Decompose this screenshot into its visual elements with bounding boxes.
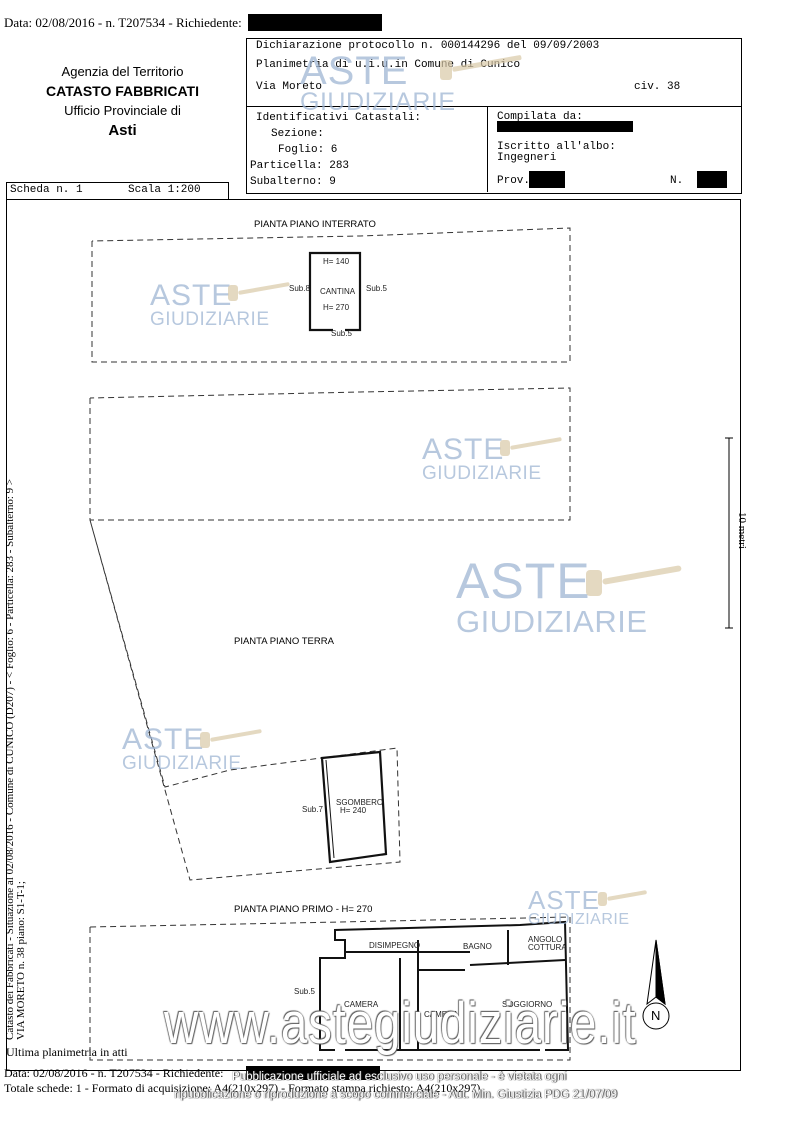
camera-label-2: CAMERA bbox=[424, 1010, 459, 1019]
gavel-icon bbox=[200, 729, 262, 748]
north-arrow-graphic bbox=[642, 939, 670, 1030]
prov-label: Prov. bbox=[497, 175, 531, 187]
redacted-compiler bbox=[497, 121, 633, 132]
sezione-field: Sezione: bbox=[271, 128, 324, 140]
redacted-footer-requester bbox=[246, 1066, 380, 1080]
albo-value: Ingegneri bbox=[497, 152, 557, 164]
primo-boundary bbox=[89, 916, 571, 1061]
gavel-icon bbox=[586, 565, 682, 596]
particella-field: Particella: 283 bbox=[250, 160, 350, 172]
gavel-icon bbox=[598, 890, 647, 906]
gavel-icon bbox=[440, 55, 522, 80]
dichiarazione-text: Dichiarazione protocollo n. 000144296 de… bbox=[256, 40, 600, 52]
cantina-label: CANTINA bbox=[320, 287, 356, 296]
header-divider-1 bbox=[246, 106, 742, 107]
gavel-icon bbox=[228, 282, 290, 301]
sgombero-label: SGOMBERO bbox=[336, 798, 384, 807]
totale-schede: Totale schede: 1 - Formato di acquisizio… bbox=[4, 1081, 481, 1095]
footer-data-line: Data: 02/08/2016 - n. T207534 - Richiede… bbox=[4, 1066, 224, 1080]
scheda-number: Scheda n. 1 bbox=[10, 184, 83, 196]
cantina-height: H= 270 bbox=[323, 303, 350, 312]
disclaimer-line-1: Pubblicazione ufficiale ad esclusivo uso… bbox=[232, 1071, 567, 1083]
sgombero-height: H= 240 bbox=[340, 806, 367, 815]
site-watermark: www.astegiudiziarie.it bbox=[164, 991, 637, 1056]
subalterno-field: Subalterno: 9 bbox=[250, 176, 336, 188]
camera-label-1: CAMERA bbox=[344, 1000, 379, 1009]
ultima-planimetria: Ultima planimetria in atti bbox=[6, 1045, 128, 1059]
request-date-line: Data: 02/08/2016 - n. T207534 - Richiede… bbox=[4, 15, 242, 30]
agency-block: Agenzia del Territorio CATASTO FABBRICAT… bbox=[30, 62, 215, 142]
scala-text: Scala 1:200 bbox=[128, 184, 201, 196]
header-divider-2 bbox=[487, 106, 488, 192]
soggiorno-label: SOGGIORNO bbox=[502, 1000, 553, 1009]
cottura-label: COTTURA bbox=[528, 943, 567, 952]
redacted-prov bbox=[529, 171, 565, 188]
identificativi-title: Identificativi Catastali: bbox=[256, 112, 422, 124]
header-info-box bbox=[246, 38, 742, 194]
terra-boundary-lower bbox=[89, 519, 401, 881]
north-label: N bbox=[651, 1008, 661, 1023]
sub5-bottom-label: Sub.5 bbox=[331, 329, 352, 338]
compilata-label: Compilata da: bbox=[497, 111, 583, 123]
iscritto-label: Iscritto all'albo: bbox=[497, 141, 616, 153]
catasto-title: CATASTO FABBRICATI bbox=[46, 83, 199, 99]
sub5-primo-label: Sub.5 bbox=[294, 987, 315, 996]
primo-title: PIANTA PIANO PRIMO - H= 270 bbox=[234, 904, 373, 915]
terra-title: PIANTA PIANO TERRA bbox=[234, 636, 334, 647]
terra-boundary-upper bbox=[89, 387, 571, 521]
interrato-title: PIANTA PIANO INTERRATO bbox=[254, 219, 376, 230]
disimpegno-label: DISIMPEGNO bbox=[369, 941, 421, 950]
primo-outer-wall bbox=[319, 920, 570, 1051]
primo-wall-5 bbox=[469, 959, 566, 966]
redacted-numero bbox=[697, 171, 727, 188]
province-name: Asti bbox=[108, 122, 137, 139]
sub8-label: Sub.8 bbox=[289, 284, 310, 293]
agency-name: Agenzia del Territorio bbox=[61, 64, 184, 79]
cantina-height-top: H= 140 bbox=[323, 257, 350, 266]
gavel-icon bbox=[500, 437, 562, 456]
sgombero-inner bbox=[325, 759, 335, 859]
sgombero-walls bbox=[320, 750, 388, 864]
angolo-label: ANGOLO bbox=[528, 935, 563, 944]
civico-text: civ. 38 bbox=[634, 81, 681, 93]
sub7-label: Sub.7 bbox=[302, 805, 323, 814]
redacted-requester bbox=[248, 14, 382, 31]
sub5-right-label: Sub.5 bbox=[366, 284, 387, 293]
numero-label: N. bbox=[670, 175, 684, 187]
foglio-field: Foglio: 6 bbox=[278, 144, 338, 156]
via-text: Via Moreto bbox=[256, 81, 323, 93]
cantina-walls bbox=[308, 251, 362, 332]
bagno-label: BAGNO bbox=[463, 942, 492, 951]
ufficio-label: Ufficio Provinciale di bbox=[64, 103, 181, 118]
disclaimer-line-2: ripubblicazione o riproduzione a scopo c… bbox=[174, 1089, 617, 1101]
interrato-boundary bbox=[91, 227, 571, 363]
